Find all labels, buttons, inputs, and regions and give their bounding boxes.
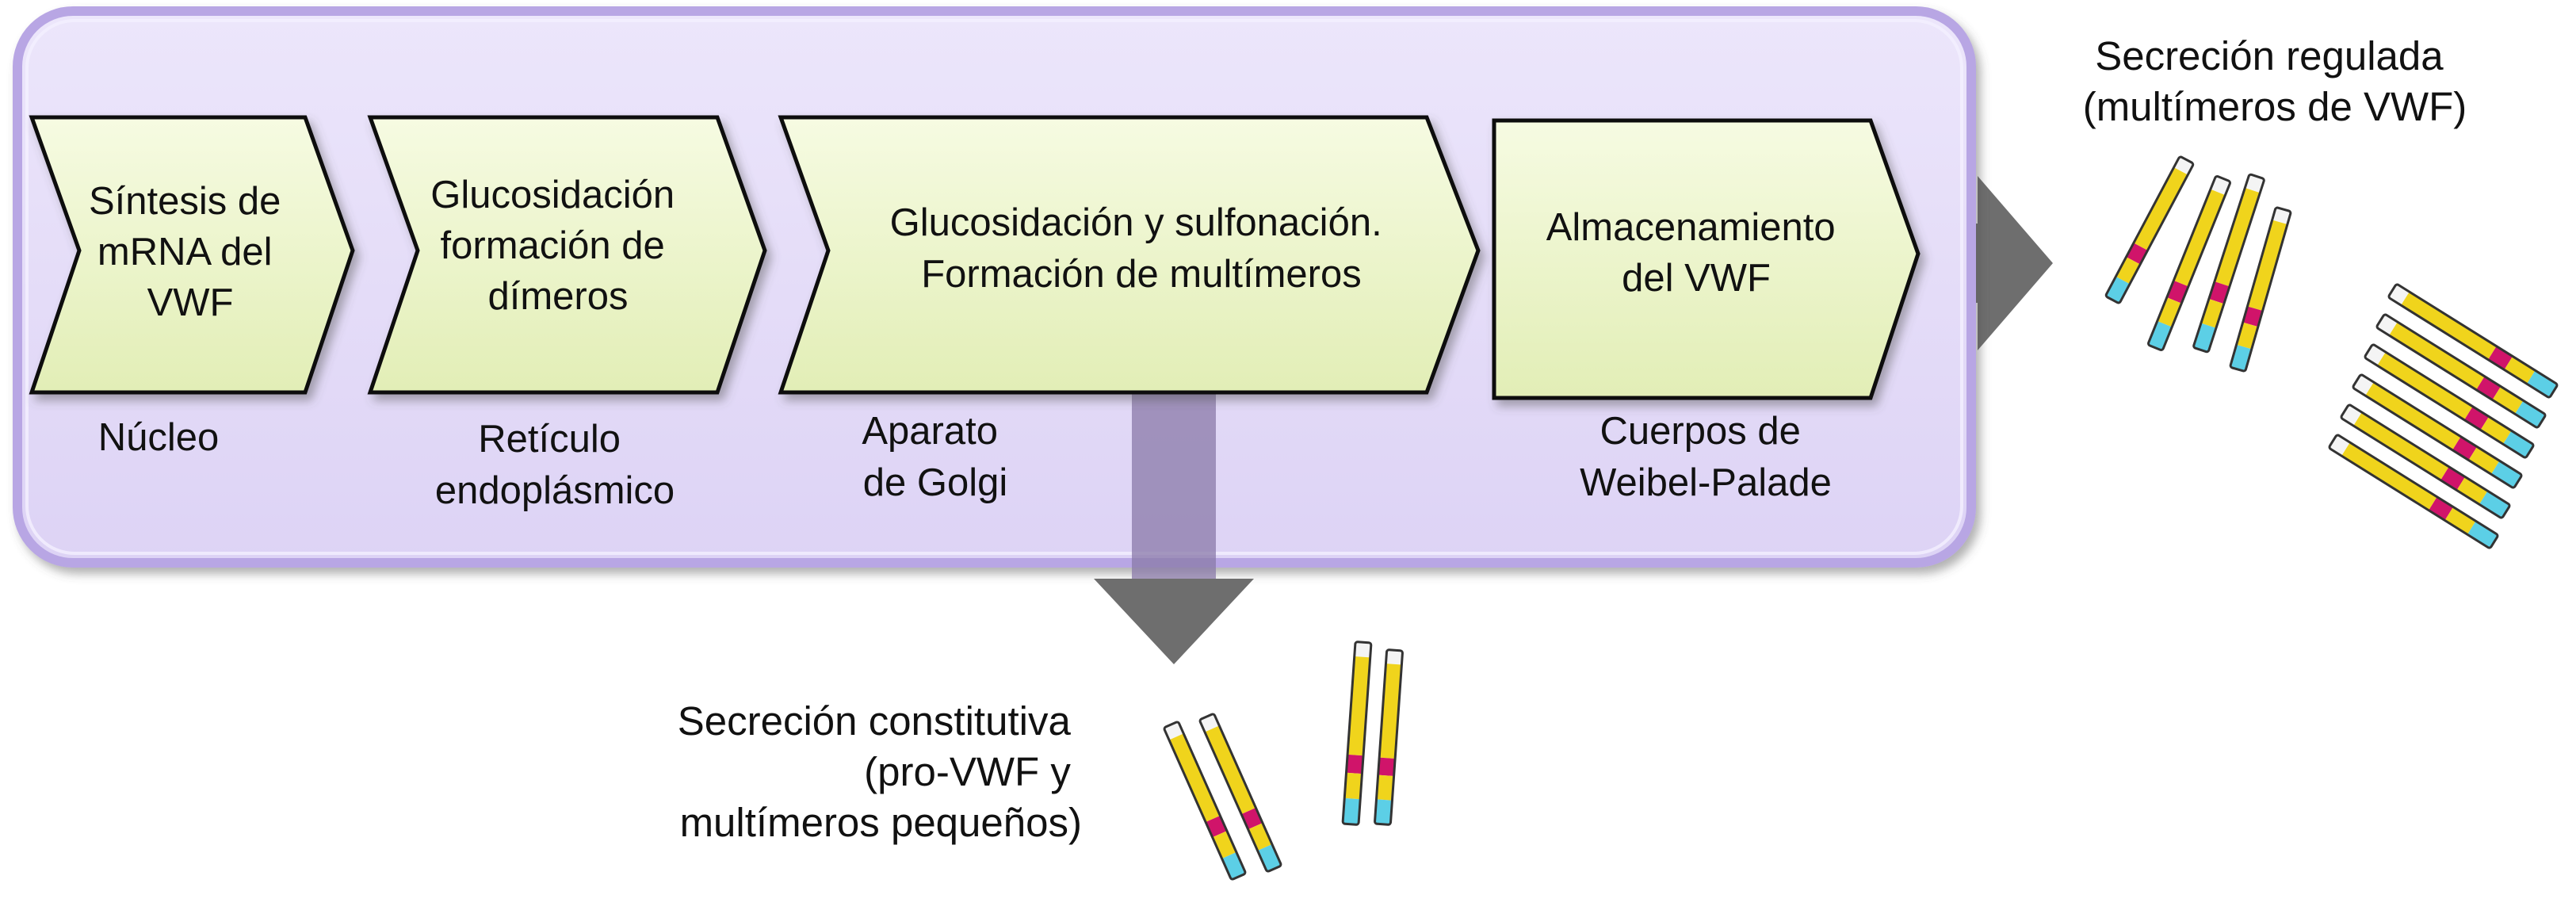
multimer-rod [2147, 175, 2231, 351]
multimer-rod [1374, 648, 1404, 826]
multimer-rod [2340, 403, 2511, 519]
multimer-rod [1198, 713, 1282, 873]
step-1-label: Síntesis de mRNA del VWF [89, 180, 292, 324]
multimer-rod [1163, 721, 1247, 881]
multimer-rod [2192, 173, 2265, 354]
step-chevron-2 [367, 115, 767, 395]
location-weibel-palade: Cuerpos de Weibel-Palade [1580, 410, 1832, 504]
multimer-rod [2229, 206, 2292, 373]
step-2-label: Glucosidación formación de dímeros [430, 174, 685, 318]
location-nucleus: Núcleo [98, 416, 220, 459]
multimer-rod [2352, 373, 2523, 489]
regulated-multimers [2104, 155, 2559, 549]
step-4-label: Almacenamiento del VWF [1546, 206, 1847, 300]
step-chevron-1 [29, 115, 355, 395]
multimer-rod [2364, 343, 2535, 459]
constitutive-multimers [1163, 641, 1404, 881]
regulated-secretion-label: Secreción regulada (multímeros de VWF) [2083, 33, 2467, 129]
multimer-rod [2387, 283, 2559, 399]
location-golgi: Aparato de Golgi [862, 410, 1008, 504]
step-3-label: Glucosidación y sulfonación. Formación d… [890, 201, 1393, 296]
multimer-rod [1341, 641, 1373, 826]
multimer-rod [2375, 313, 2547, 429]
multimer-rod [2104, 155, 2195, 304]
constitutive-secretion-arrow [1094, 381, 1254, 664]
location-er: Retículo endoplásmico [435, 418, 675, 512]
constitutive-secretion-label: Secreción constitutiva (pro-VWF y multím… [678, 698, 1082, 845]
multimer-rod [2328, 434, 2499, 549]
step-chevron-4 [1492, 118, 1921, 400]
step-chevron-3 [778, 115, 1481, 395]
